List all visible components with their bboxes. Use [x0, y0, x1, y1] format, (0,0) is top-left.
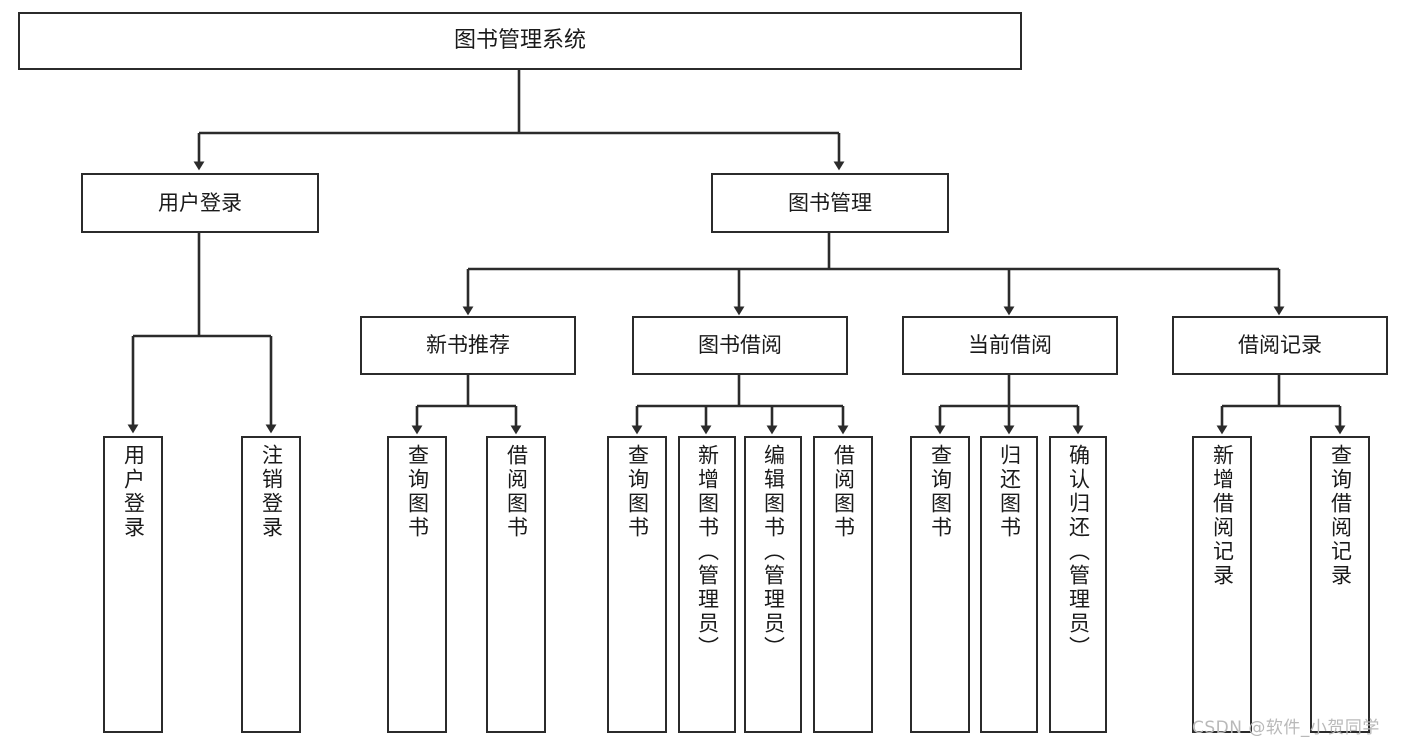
node-user-login[interactable]: 用户登录	[81, 173, 319, 233]
node-book-borrowing[interactable]: 图书借阅	[632, 316, 848, 375]
leaf-query-books-current[interactable]: 查询图书	[910, 436, 970, 733]
node-label: 用户登录	[158, 190, 242, 215]
leaf-query-books-borrow[interactable]: 查询图书	[607, 436, 667, 733]
node-label: 查询图书	[625, 444, 650, 540]
node-label: 图书管理系统	[453, 28, 586, 54]
node-label: 图书借阅	[698, 333, 782, 358]
leaf-user-login[interactable]: 用户登录	[103, 436, 163, 733]
node-label: 归还图书	[997, 444, 1022, 540]
leaf-query-books-recommend[interactable]: 查询图书	[387, 436, 447, 733]
node-label: 当前借阅	[968, 333, 1052, 358]
leaf-confirm-return-admin[interactable]: 确认归还（管理员）	[1049, 436, 1107, 733]
node-current-borrowing[interactable]: 当前借阅	[902, 316, 1118, 375]
leaf-borrow-books[interactable]: 借阅图书	[813, 436, 873, 733]
node-label: 确认归还（管理员）	[1066, 444, 1091, 660]
node-root-book-management-system[interactable]: 图书管理系统	[18, 12, 1022, 70]
leaf-return-books[interactable]: 归还图书	[980, 436, 1038, 733]
node-label: 新书推荐	[426, 333, 510, 358]
csdn-watermark: CSDN @软件_小贺同学	[1192, 718, 1380, 738]
leaf-logout[interactable]: 注销登录	[241, 436, 301, 733]
node-label: 新增图书（管理员）	[695, 444, 720, 660]
leaf-add-borrow-record[interactable]: 新增借阅记录	[1192, 436, 1252, 733]
node-label: 注销登录	[259, 444, 284, 540]
leaf-query-borrow-record[interactable]: 查询借阅记录	[1310, 436, 1370, 733]
node-label: 新增借阅记录	[1210, 444, 1235, 588]
node-label: 借阅图书	[504, 444, 529, 540]
node-borrow-records[interactable]: 借阅记录	[1172, 316, 1388, 375]
node-label: 借阅图书	[831, 444, 856, 540]
node-label: 图书管理	[788, 190, 872, 215]
node-label: 编辑图书（管理员）	[761, 444, 786, 660]
node-book-management[interactable]: 图书管理	[711, 173, 949, 233]
leaf-add-book-admin[interactable]: 新增图书（管理员）	[678, 436, 736, 733]
node-label: 查询借阅记录	[1328, 444, 1353, 588]
node-label: 查询图书	[928, 444, 953, 540]
node-label: 查询图书	[405, 444, 430, 540]
node-new-book-recommendation[interactable]: 新书推荐	[360, 316, 576, 375]
node-label: 用户登录	[121, 444, 146, 540]
leaf-borrow-books-recommend[interactable]: 借阅图书	[486, 436, 546, 733]
node-label: 借阅记录	[1238, 333, 1322, 358]
leaf-edit-book-admin[interactable]: 编辑图书（管理员）	[744, 436, 802, 733]
